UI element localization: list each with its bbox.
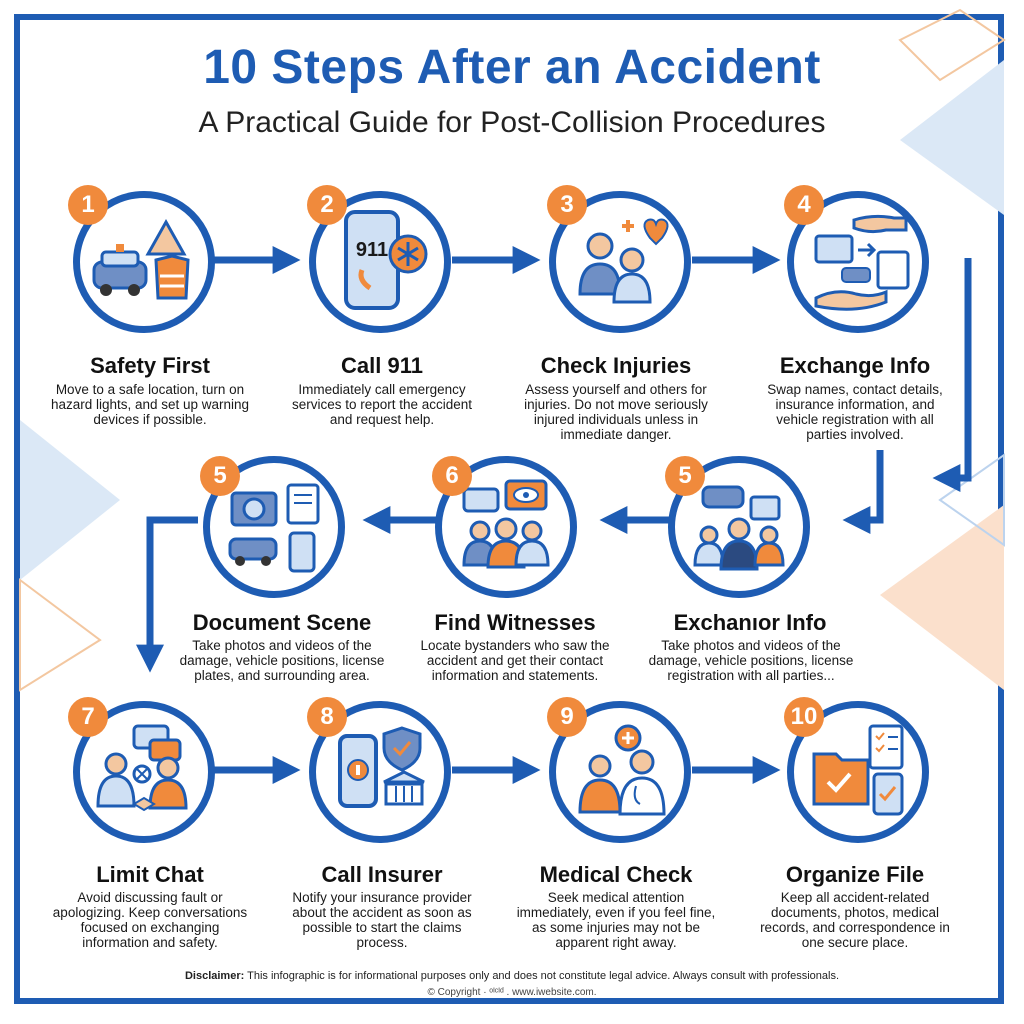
doctor-patient-icon	[578, 724, 666, 816]
step-1-circle	[73, 191, 215, 333]
exchange-documents-icon	[814, 214, 910, 311]
step-2-title: Call 911	[341, 353, 423, 378]
step-6-desc: Locate bystanders who saw the accident a…	[420, 638, 610, 683]
step-5-desc: Take photos and videos of the damage, ve…	[179, 638, 385, 683]
step-9-badge: 9	[547, 697, 587, 737]
camera-notes-icon	[228, 483, 320, 573]
step-5b-desc: Take photos and videos of the damage, ve…	[648, 638, 854, 683]
step-8-title: Call Insurer	[321, 862, 443, 887]
step-9-desc: Seek medical attention immediately, even…	[516, 890, 716, 950]
step-1-badge: 1	[68, 185, 108, 225]
group-cars-icon	[693, 485, 785, 571]
step-3-title: Check Injuries	[540, 353, 692, 378]
step-6-circle	[435, 456, 577, 598]
step-6-title: Find Witnesses	[434, 610, 596, 635]
disclaimer-label: Disclaimer:	[184, 970, 245, 982]
page-subtitle: A Practical Guide for Post-Collision Pro…	[198, 106, 826, 139]
step-4-desc: Swap names, contact details, insurance i…	[767, 382, 943, 442]
step-4-title: Exchange Info	[779, 353, 931, 378]
step-8-desc: Notify your insurance provider about the…	[292, 890, 472, 950]
step-7-title: Limit Chat	[96, 862, 204, 887]
insurer-phone-icon	[338, 726, 425, 808]
step-5b-title: Exchanıor Info	[673, 610, 827, 635]
step-6-badge: 6	[432, 456, 472, 496]
step-5-badge: 5	[200, 456, 240, 496]
step-5b-badge: 5	[665, 456, 705, 496]
step-10-desc: Keep all accident-related documents, pho…	[760, 890, 950, 950]
step-8-badge: 8	[307, 697, 347, 737]
disclaimer: Disclaimer: This infographic is for info…	[0, 970, 1024, 982]
step-8-circle	[309, 701, 451, 843]
step-10-title: Organize File	[785, 862, 925, 887]
limit-chat-icon	[96, 724, 188, 812]
step-9-title: Medical Check	[539, 862, 693, 887]
step-7-desc: Avoid discussing fault or apologizing. K…	[52, 890, 248, 950]
phone-911-icon: 911	[344, 210, 428, 310]
step-3-badge: 3	[547, 185, 587, 225]
step-3-desc: Assess yourself and others for injuries.…	[524, 382, 708, 442]
injured-people-icon	[578, 218, 669, 304]
page-title: 10 Steps After an Accident	[203, 41, 821, 94]
disclaimer-text: This infographic is for informational pu…	[244, 970, 840, 982]
step-1-desc: Move to a safe location, turn on hazard …	[50, 382, 250, 427]
witnesses-icon	[462, 479, 550, 569]
step-10-badge: 10	[784, 697, 824, 737]
step-2-desc: Immediately call emergency services to r…	[291, 382, 473, 427]
step-1-title: Safety First	[90, 353, 210, 378]
step-4-circle	[787, 191, 929, 333]
folder-checklist-icon	[812, 724, 904, 816]
icon-911-text: 911	[356, 239, 388, 261]
step-5-title: Document Scene	[192, 610, 372, 635]
step-2-badge: 2	[307, 185, 347, 225]
car-warning-icon	[92, 218, 190, 300]
step-3-circle	[549, 191, 691, 333]
copyright: © Copyright · ᵒᴵᶜᴵᵈ . www.iwebsite.com.	[427, 987, 597, 998]
step-7-badge: 7	[68, 697, 108, 737]
step-4-badge: 4	[784, 185, 824, 225]
